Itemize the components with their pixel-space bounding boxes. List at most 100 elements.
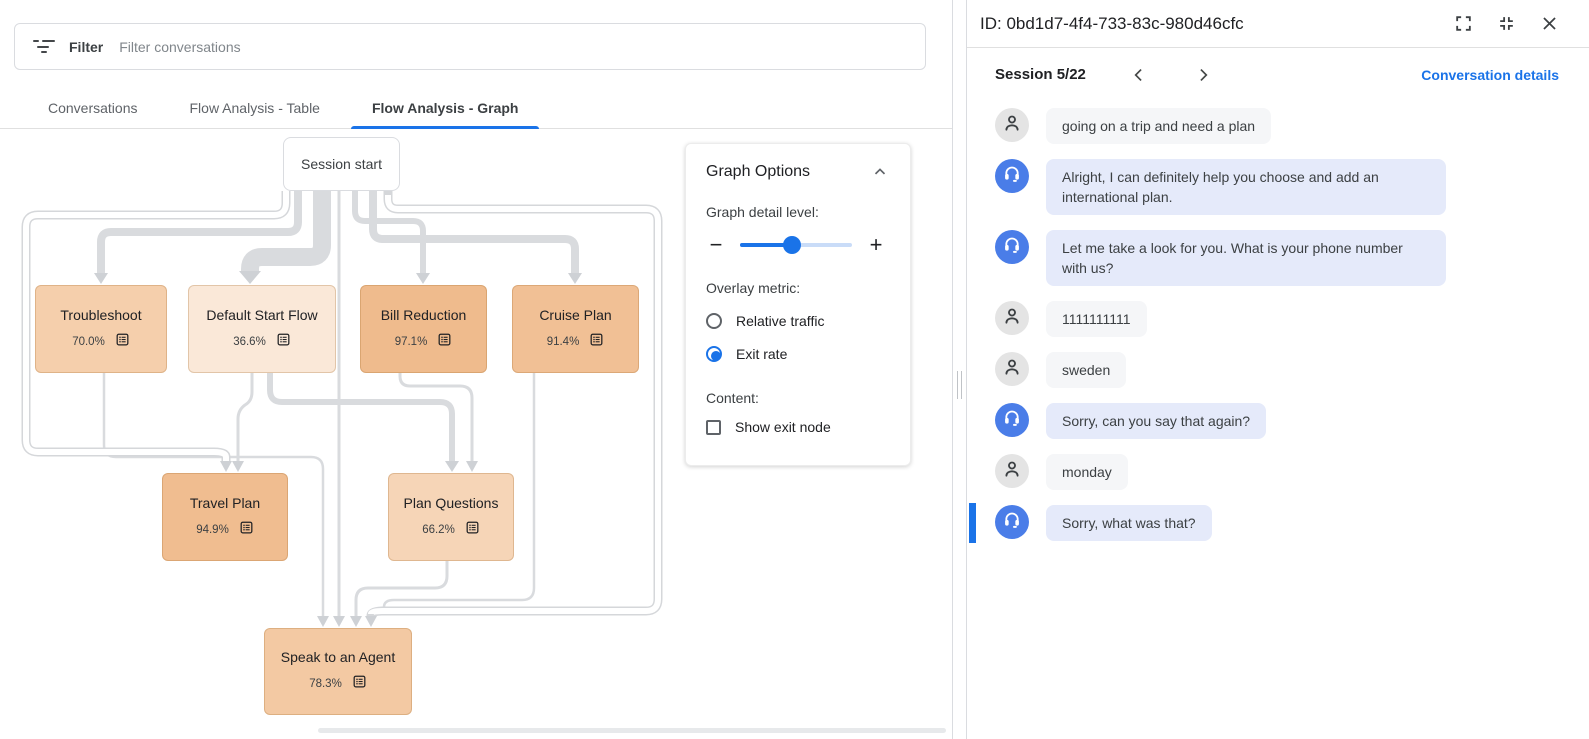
list-alt-icon[interactable] — [465, 520, 480, 540]
node-exit-rate: 66.2% — [422, 523, 455, 536]
person-icon — [1001, 356, 1023, 383]
graph-node-bill-reduction[interactable]: Bill Reduction 97.1% — [360, 285, 487, 373]
radio-row-relative-traffic[interactable]: Relative traffic — [706, 313, 890, 329]
decrease-detail-button[interactable]: − — [709, 232, 723, 257]
headset-icon — [1002, 235, 1022, 260]
flow-graph: Session start Troubleshoot 70.0% Default… — [0, 129, 952, 729]
message-bubble: 1111111111 — [1046, 301, 1147, 337]
radio-exit-rate[interactable] — [706, 346, 722, 362]
exit-fullscreen-icon[interactable] — [1496, 14, 1516, 34]
list-alt-icon[interactable] — [239, 520, 254, 540]
graph-node-troubleshoot[interactable]: Troubleshoot 70.0% — [35, 285, 167, 373]
filter-label: Filter — [69, 38, 104, 55]
conversation-id-title: ID: 0bd1d7-4f4-733-83c-980d46cfc — [980, 13, 1244, 33]
node-label: Cruise Plan — [539, 306, 612, 323]
overlay-metric-label: Overlay metric: — [706, 280, 801, 296]
user-avatar — [995, 454, 1029, 488]
tab-flow-analysis-graph[interactable]: Flow Analysis - Graph — [350, 88, 540, 129]
show-exit-node-checkbox[interactable] — [706, 419, 721, 435]
graph-node-default-start-flow[interactable]: Default Start Flow 36.6% — [188, 285, 336, 373]
resize-grip-icon — [957, 371, 962, 399]
pane-resize-handle[interactable] — [952, 0, 967, 739]
radio-row-exit-rate[interactable]: Exit rate — [706, 346, 890, 362]
node-label: Plan Questions — [403, 494, 499, 511]
list-alt-icon[interactable] — [352, 674, 367, 694]
content-label: Content: — [706, 390, 759, 406]
user-avatar — [995, 301, 1029, 335]
session-nav-row: Session 5/22 Conversation details — [967, 48, 1589, 101]
message-row[interactable]: Sorry, can you say that again? — [967, 403, 1561, 439]
message-list: going on a trip and need a plan Alright,… — [967, 101, 1589, 543]
person-icon — [1001, 305, 1023, 332]
collapse-panel-chevron-up-icon[interactable] — [870, 162, 890, 182]
node-exit-rate: 78.3% — [309, 678, 342, 690]
graph-options-title: Graph Options — [706, 163, 811, 180]
radio-label: Relative traffic — [736, 313, 825, 329]
message-row[interactable]: sweden — [967, 352, 1561, 388]
node-label: Bill Reduction — [380, 306, 467, 323]
user-avatar — [995, 352, 1029, 386]
agent-avatar — [995, 159, 1029, 193]
show-exit-node-label: Show exit node — [735, 419, 831, 435]
tab-flow-analysis-table[interactable]: Flow Analysis - Table — [189, 100, 320, 116]
node-exit-rate: 36.6% — [233, 335, 266, 348]
node-exit-rate: 94.9% — [196, 523, 229, 536]
message-row[interactable]: monday — [967, 454, 1561, 490]
close-icon[interactable] — [1539, 14, 1559, 34]
session-counter: Session 5/22 — [995, 66, 1086, 83]
node-exit-rate: 70.0% — [72, 335, 105, 348]
message-bubble: going on a trip and need a plan — [1046, 108, 1272, 144]
conversation-detail-panel: ID: 0bd1d7-4f4-733-83c-980d46cfc Session… — [967, 0, 1589, 739]
agent-avatar — [995, 230, 1029, 264]
message-row[interactable]: going on a trip and need a plan — [967, 108, 1561, 144]
headset-icon — [1002, 510, 1022, 535]
headset-icon — [1002, 164, 1022, 189]
fullscreen-icon[interactable] — [1453, 14, 1473, 34]
headset-icon — [1002, 408, 1022, 433]
flow-analysis-pane: Filter Filter conversations Conversation… — [0, 23, 952, 733]
list-alt-icon[interactable] — [115, 332, 130, 352]
person-icon — [1001, 112, 1023, 139]
increase-detail-button[interactable]: + — [869, 232, 883, 257]
message-row[interactable]: Alright, I can definitely help you choos… — [967, 159, 1561, 215]
next-session-chevron-right-icon[interactable] — [1192, 64, 1214, 86]
filter-input-placeholder[interactable]: Filter conversations — [119, 38, 241, 55]
message-row[interactable]: 1111111111 — [967, 301, 1561, 337]
tab-conversations[interactable]: Conversations — [48, 100, 138, 116]
graph-node-cruise-plan[interactable]: Cruise Plan 91.4% — [512, 285, 639, 373]
show-exit-node-checkbox-row[interactable]: Show exit node — [706, 419, 890, 435]
graph-node-travel-plan[interactable]: Travel Plan 94.9% — [162, 473, 288, 561]
graph-node-speak-to-an-agent[interactable]: Speak to an Agent 78.3% — [264, 628, 412, 715]
filter-bar[interactable]: Filter Filter conversations — [14, 23, 926, 70]
node-label: Default Start Flow — [206, 306, 318, 323]
filter-icon — [33, 39, 55, 54]
user-avatar — [995, 108, 1029, 142]
radio-relative-traffic[interactable] — [706, 313, 722, 329]
message-bubble: Sorry, what was that? — [1046, 505, 1212, 541]
graph-node-session-start[interactable]: Session start — [283, 137, 400, 191]
agent-avatar — [995, 505, 1029, 539]
list-alt-icon[interactable] — [276, 332, 291, 352]
graph-detail-level-label: Graph detail level: — [706, 204, 819, 220]
message-bubble: sweden — [1046, 352, 1127, 388]
slider-thumb[interactable] — [782, 236, 801, 254]
horizontal-scrollbar[interactable] — [318, 728, 946, 733]
node-exit-rate: 91.4% — [546, 335, 580, 348]
message-row[interactable]: Let me take a look for you. What is your… — [967, 230, 1561, 286]
list-alt-icon[interactable] — [437, 332, 452, 352]
flow-edges — [21, 191, 663, 627]
graph-options-panel: Graph Options Graph detail level: − + Ov… — [685, 143, 911, 466]
node-label: Speak to an Agent — [280, 649, 396, 665]
list-alt-icon[interactable] — [589, 332, 604, 352]
previous-session-chevron-left-icon[interactable] — [1128, 64, 1150, 86]
agent-avatar — [995, 403, 1029, 437]
person-icon — [1001, 458, 1023, 485]
graph-node-plan-questions[interactable]: Plan Questions 66.2% — [388, 473, 514, 561]
detail-panel-header: ID: 0bd1d7-4f4-733-83c-980d46cfc — [967, 0, 1589, 48]
node-label: Travel Plan — [189, 494, 261, 511]
message-row[interactable]: Sorry, what was that? — [967, 503, 1561, 543]
conversation-details-link[interactable]: Conversation details — [1421, 66, 1559, 83]
message-bubble: Let me take a look for you. What is your… — [1046, 230, 1446, 286]
detail-level-slider[interactable] — [740, 236, 852, 254]
